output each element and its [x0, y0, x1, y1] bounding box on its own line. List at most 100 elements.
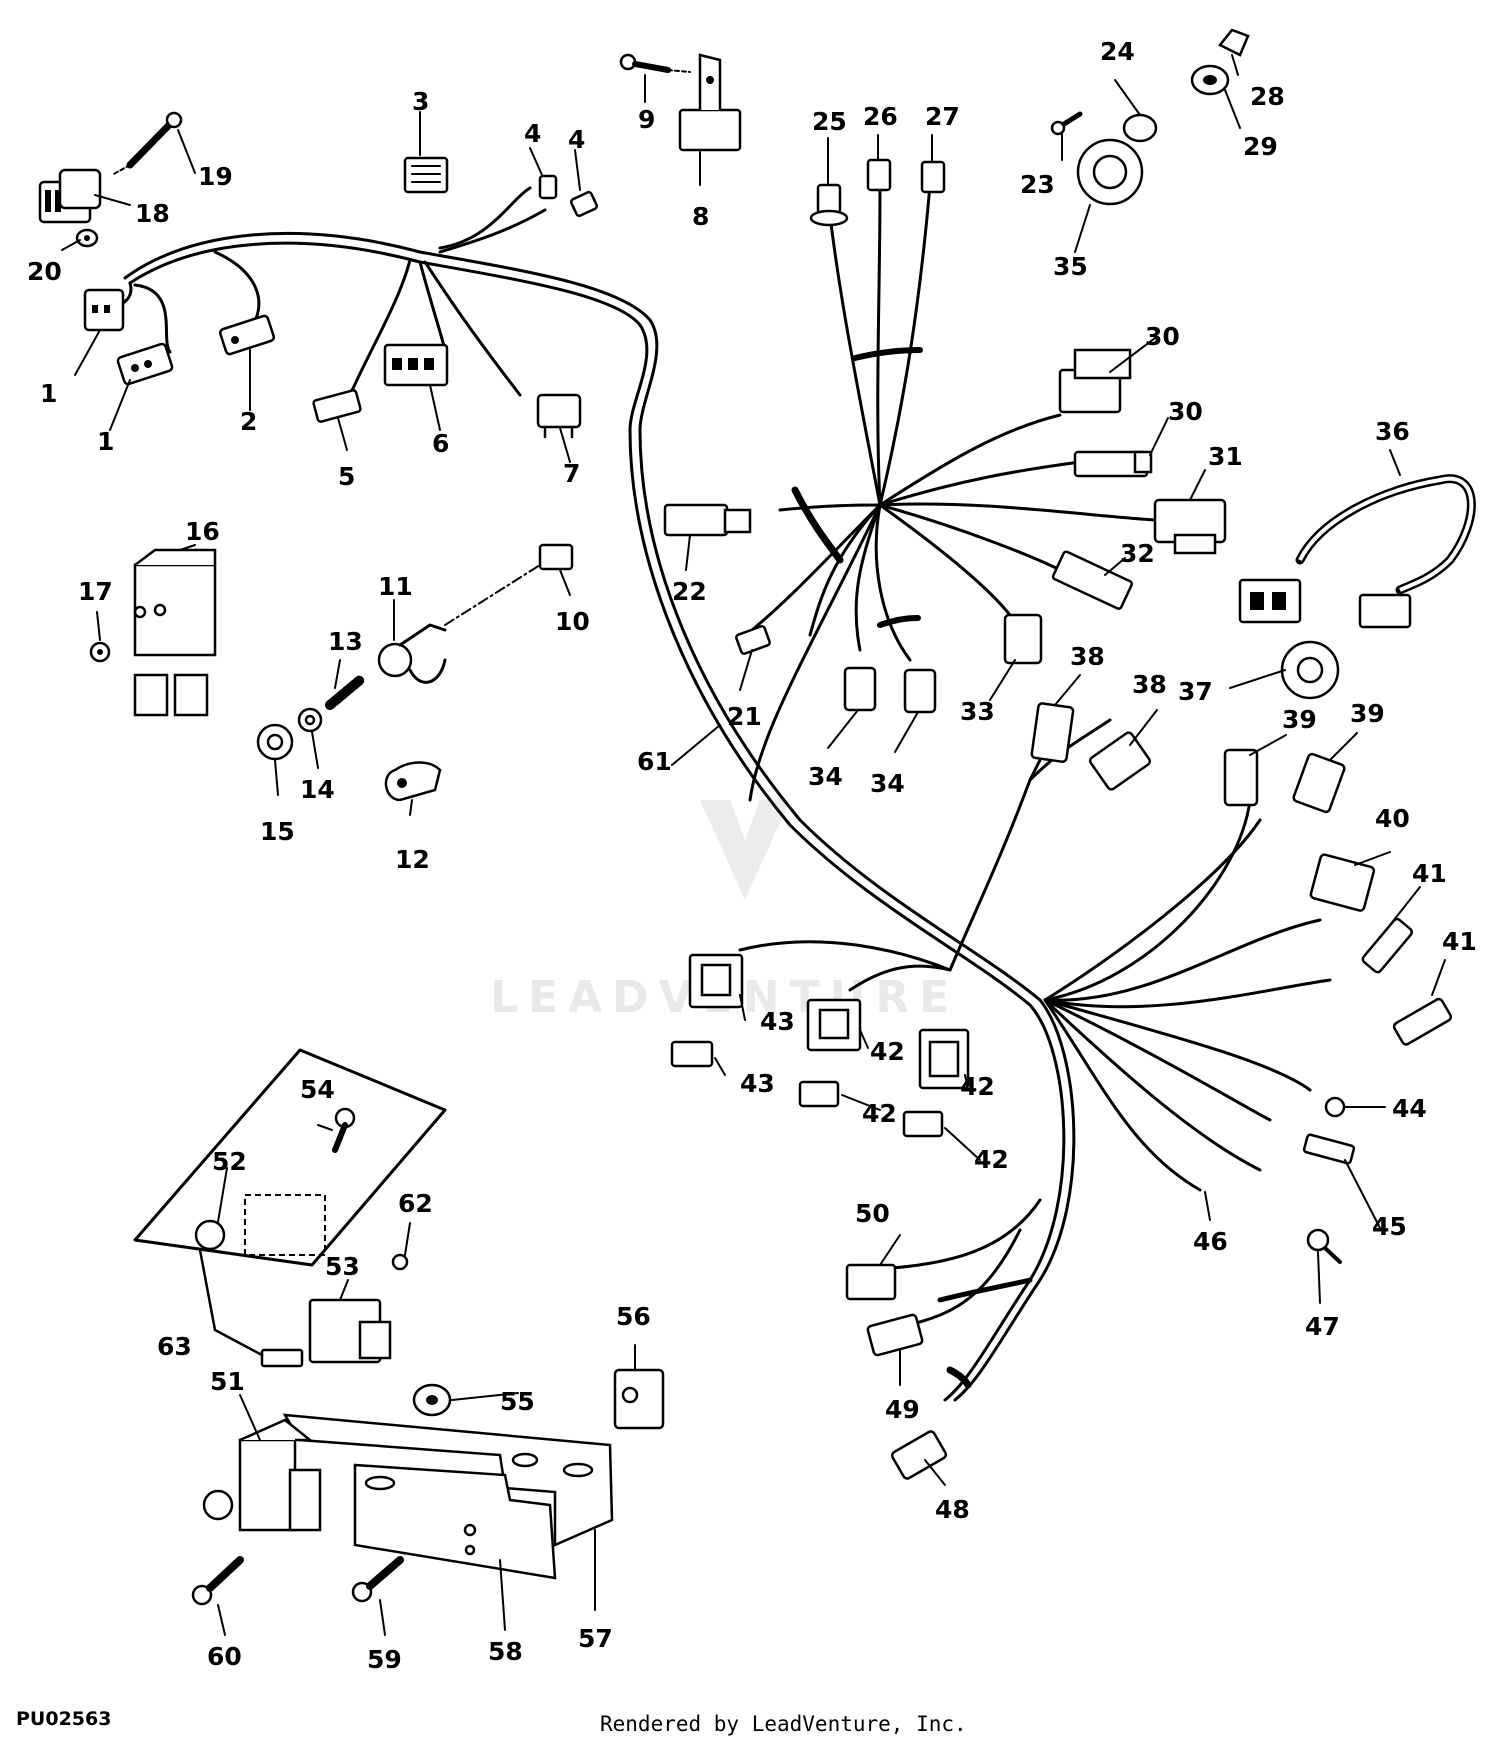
callout-31: 31 [1208, 442, 1243, 471]
callout-34b: 34 [870, 769, 905, 798]
part-55-nut [412, 1383, 452, 1417]
callout-47: 47 [1305, 1312, 1340, 1341]
callout-3: 3 [412, 87, 429, 116]
callout-39b: 39 [1350, 699, 1385, 728]
inset-panel [133, 1048, 447, 1267]
part-31-connector [1153, 498, 1227, 555]
part-30-connector-b [1073, 450, 1153, 478]
callout-51: 51 [210, 1367, 245, 1396]
callout-9: 9 [638, 105, 655, 134]
part-41-fuse-holder-b [1392, 997, 1453, 1046]
callout-35: 35 [1053, 252, 1088, 281]
part-24-switch-nut [1122, 113, 1158, 143]
part-20-nut [75, 228, 99, 248]
callout-2: 2 [240, 407, 257, 436]
callout-1a: 1 [40, 379, 57, 408]
callout-28: 28 [1250, 82, 1285, 111]
part-57-bracket [282, 1413, 614, 1547]
part-11-clamp [377, 564, 541, 684]
part-19-screw [111, 111, 183, 176]
callout-15: 15 [260, 817, 295, 846]
callout-42a: 42 [870, 1037, 905, 1066]
callout-43a: 43 [760, 1007, 795, 1036]
part-44-ring-terminal [1324, 1096, 1346, 1118]
part-50-connector [845, 1263, 897, 1301]
callout-34a: 34 [808, 762, 843, 791]
part-3-connector [403, 156, 449, 194]
part-51-switch [202, 1418, 322, 1532]
callout-40: 40 [1375, 804, 1410, 833]
callout-32: 32 [1120, 539, 1155, 568]
callout-25: 25 [812, 107, 847, 136]
callout-36: 36 [1375, 417, 1410, 446]
callout-49: 49 [885, 1395, 920, 1424]
part-22-connector [663, 503, 752, 537]
callout-54: 54 [300, 1075, 335, 1104]
callout-55: 55 [500, 1387, 535, 1416]
part-27-terminal [920, 160, 946, 194]
part-23-screw [1050, 111, 1083, 136]
part-48-connector [890, 1430, 948, 1480]
part-1-connector-b [116, 342, 174, 386]
part-42-fuse-a [798, 1080, 840, 1108]
part-34-connector-b [903, 668, 937, 714]
part-2-connector [218, 314, 276, 356]
part-8-relay [678, 53, 742, 152]
callout-5: 5 [338, 462, 355, 491]
part-15-nut [256, 723, 294, 761]
callout-57: 57 [578, 1624, 613, 1653]
callout-11: 11 [378, 572, 413, 601]
part-1-connector-a [83, 288, 125, 332]
callout-23: 23 [1020, 170, 1055, 199]
callout-16: 16 [185, 517, 220, 546]
part-32-connector [1051, 550, 1134, 610]
callout-26: 26 [863, 102, 898, 131]
part-43-fuse [670, 1040, 714, 1068]
part-14-washer [297, 707, 323, 733]
callout-24: 24 [1100, 37, 1135, 66]
callout-6: 6 [432, 429, 449, 458]
callout-8: 8 [692, 202, 709, 231]
callout-42d: 42 [974, 1145, 1009, 1174]
callout-21: 21 [727, 702, 762, 731]
part-33-connector [1003, 613, 1043, 665]
part-7-connector [536, 393, 582, 439]
callout-52: 52 [212, 1147, 247, 1176]
part-17-nut [89, 641, 111, 663]
main-harness [108, 183, 1332, 1402]
part-13-stud [325, 675, 365, 710]
render-credit: Rendered by LeadVenture, Inc. [600, 1712, 967, 1736]
part-16-relay [133, 548, 217, 717]
part-60-screw [191, 1556, 244, 1606]
callout-41b: 41 [1442, 927, 1477, 956]
harness-tape [791, 347, 1033, 1389]
part-42-fuse-block-b [918, 1028, 970, 1090]
part-30-connector-a [1058, 348, 1132, 414]
part-5-connector [312, 389, 362, 423]
callout-56: 56 [616, 1302, 651, 1331]
part-41-fuse-holder-a [1361, 917, 1414, 974]
callout-4a: 4 [524, 119, 541, 148]
part-56-switch [613, 1368, 665, 1430]
callout-61: 61 [637, 747, 672, 776]
callouts: 1 1 2 3 4 4 5 6 7 8 9 10 11 12 13 14 15 … [27, 37, 1477, 1674]
part-42-fuse-b [902, 1110, 944, 1138]
callout-38a: 38 [1070, 642, 1105, 671]
callout-18: 18 [135, 199, 170, 228]
callout-4b: 4 [568, 125, 585, 154]
part-58-plate [353, 1463, 557, 1580]
callout-59: 59 [367, 1645, 402, 1674]
part-18-connector [38, 168, 102, 224]
callout-19: 19 [198, 162, 233, 191]
callout-20: 20 [27, 257, 62, 286]
diagram-code: PU02563 [16, 1708, 112, 1730]
callout-50: 50 [855, 1199, 890, 1228]
part-12-clamp [384, 761, 442, 802]
part-25-terminal [809, 183, 849, 227]
callout-10: 10 [555, 607, 590, 636]
part-62-screw [391, 1253, 409, 1271]
callout-29: 29 [1243, 132, 1278, 161]
part-36-harness [1238, 474, 1476, 629]
part-63-clip [198, 1248, 304, 1368]
callout-42c: 42 [862, 1099, 897, 1128]
